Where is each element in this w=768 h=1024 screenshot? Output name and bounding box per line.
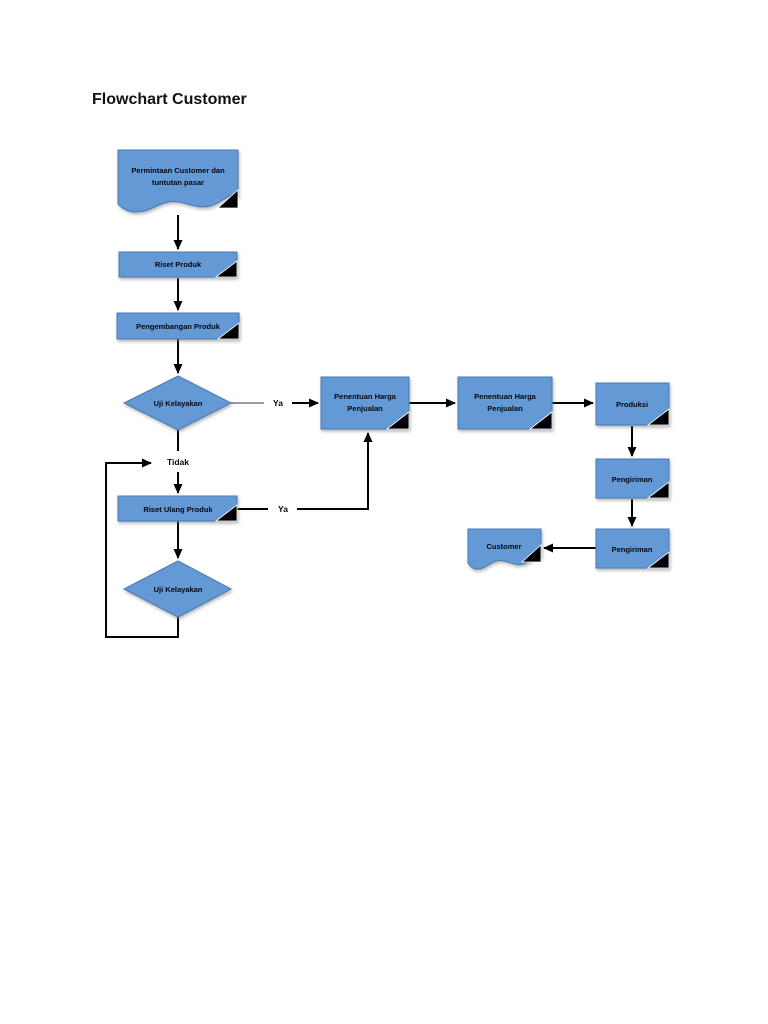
node-pengiriman-1: Pengiriman: [595, 458, 670, 499]
node-uji-kelayakan-2: Uji Kelayakan: [122, 560, 233, 618]
document-shape: [117, 149, 239, 213]
node-label: tuntutan pasar: [152, 178, 204, 187]
folded-corner-icon: [646, 551, 670, 569]
node-riset-ulang-produk: Riset Ulang Produk: [117, 495, 238, 522]
folded-corner-icon: [385, 411, 410, 430]
arrow-ya-to-penentuan1-bottom: [297, 432, 373, 510]
page-title: Flowchart Customer: [92, 91, 247, 108]
node-label: Produksi: [616, 400, 648, 409]
node-riset-produk: Riset Produk: [118, 251, 238, 278]
node-label: Penentuan Harga: [334, 392, 397, 401]
edge-label-ya-2: Ya: [278, 504, 288, 514]
node-label: Penentuan Harga: [474, 392, 537, 401]
node-label: Riset Ulang Produk: [143, 505, 213, 514]
node-label: Uji Kelayakan: [154, 399, 203, 408]
node-penentuan-harga-1: Penentuan Harga Penjualan: [320, 376, 410, 430]
node-pengiriman-2: Pengiriman: [595, 528, 670, 569]
node-penentuan-harga-2: Penentuan Harga Penjualan: [457, 376, 553, 430]
edge-label-ya-1: Ya: [273, 398, 283, 408]
folded-corner-icon: [646, 408, 670, 426]
folded-corner-icon: [528, 411, 553, 430]
node-uji-kelayakan-1: Uji Kelayakan: [122, 375, 233, 431]
node-label: Pengiriman: [612, 475, 653, 484]
folded-corner-icon: [520, 544, 542, 563]
node-permintaan: Permintaan Customer dan tuntutan pasar: [117, 149, 239, 213]
node-label: Customer: [486, 542, 521, 551]
process-shape: [116, 312, 240, 340]
edge-label-tidak: Tidak: [167, 457, 189, 467]
node-pengembangan-produk: Pengembangan Produk: [116, 312, 240, 340]
folded-corner-icon: [216, 322, 240, 340]
arrow-uji2-loop-back: [105, 458, 179, 638]
folded-corner-icon: [216, 189, 239, 209]
process-shape: [457, 376, 553, 430]
decision-shape: [122, 560, 233, 618]
folded-corner-icon: [646, 481, 670, 499]
node-produksi: Produksi: [595, 382, 670, 426]
connectors: [105, 215, 637, 638]
node-label: Penjualan: [487, 404, 523, 413]
folded-corner-icon: [214, 260, 238, 278]
node-label: Penjualan: [347, 404, 383, 413]
node-label: Pengiriman: [612, 545, 653, 554]
node-customer: Customer: [467, 528, 542, 570]
node-label: Riset Produk: [155, 260, 202, 269]
process-shape: [117, 495, 238, 522]
node-label: Pengembangan Produk: [136, 322, 221, 331]
process-shape: [320, 376, 410, 430]
folded-corner-icon: [214, 504, 238, 522]
decision-shape: [122, 375, 233, 431]
node-label: Uji Kelayakan: [154, 585, 203, 594]
node-label: Permintaan Customer dan: [131, 166, 225, 175]
